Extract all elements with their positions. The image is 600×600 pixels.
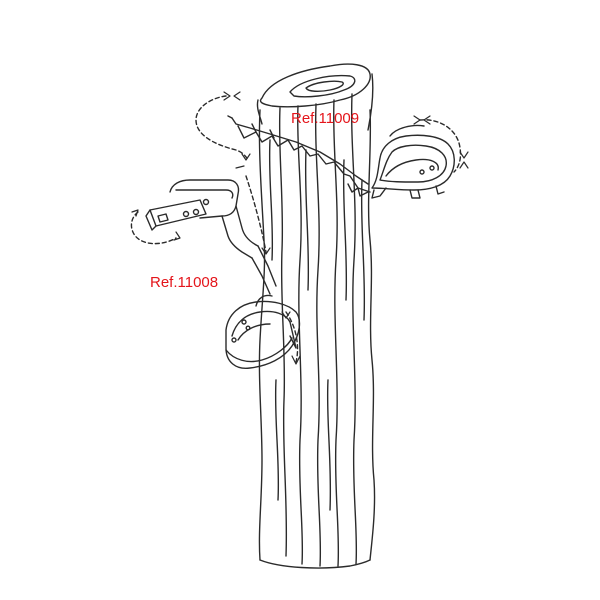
upper-foot-cradle <box>371 124 455 199</box>
arrow-heads <box>131 91 469 365</box>
reference-label-upper: Ref.11009 <box>291 110 360 127</box>
adjustment-arrows <box>130 95 462 363</box>
spur-arm <box>227 115 371 197</box>
lower-boot-binding <box>145 179 301 369</box>
reference-label-lower: Ref.11008 <box>150 274 219 291</box>
tree-trunk <box>256 63 376 569</box>
